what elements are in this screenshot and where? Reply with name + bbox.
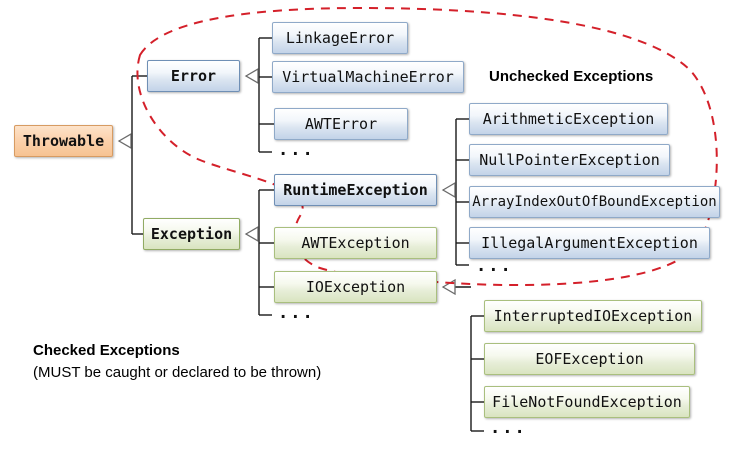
node-runtime-exception[interactable]: RuntimeException xyxy=(274,174,437,206)
checked-exceptions-title: Checked Exceptions xyxy=(33,342,180,359)
unchecked-more-ellipsis: ... xyxy=(476,256,513,276)
node-arithmetic-exception[interactable]: ArithmeticException xyxy=(469,103,668,135)
node-illegal-argument-exception[interactable]: IllegalArgumentException xyxy=(469,227,710,259)
node-awt-error[interactable]: AWTError xyxy=(274,108,408,140)
node-file-not-found-exception[interactable]: FileNotFoundException xyxy=(484,386,690,418)
exception-more-ellipsis: ... xyxy=(278,303,315,323)
error-more-ellipsis: ... xyxy=(278,140,315,160)
checked-exceptions-subtitle: (MUST be caught or declared to be thrown… xyxy=(33,364,322,381)
node-interrupted-io-exception[interactable]: InterruptedIOException xyxy=(484,300,702,332)
unchecked-group-outline xyxy=(136,6,718,287)
node-throwable[interactable]: Throwable xyxy=(14,125,113,157)
io-more-ellipsis: ... xyxy=(490,418,527,438)
node-io-exception[interactable]: IOException xyxy=(274,271,437,303)
node-array-index-out-of-bound-exception[interactable]: ArrayIndexOutOfBoundException xyxy=(469,186,720,218)
node-error[interactable]: Error xyxy=(147,60,240,92)
node-exception[interactable]: Exception xyxy=(143,218,240,250)
node-awt-exception[interactable]: AWTException xyxy=(274,227,437,259)
unchecked-exceptions-label: Unchecked Exceptions xyxy=(489,68,654,85)
node-null-pointer-exception[interactable]: NullPointerException xyxy=(469,144,670,176)
node-eof-exception[interactable]: EOFException xyxy=(484,343,695,375)
node-virtual-machine-error[interactable]: VirtualMachineError xyxy=(272,61,464,93)
node-linkage-error[interactable]: LinkageError xyxy=(272,22,408,54)
